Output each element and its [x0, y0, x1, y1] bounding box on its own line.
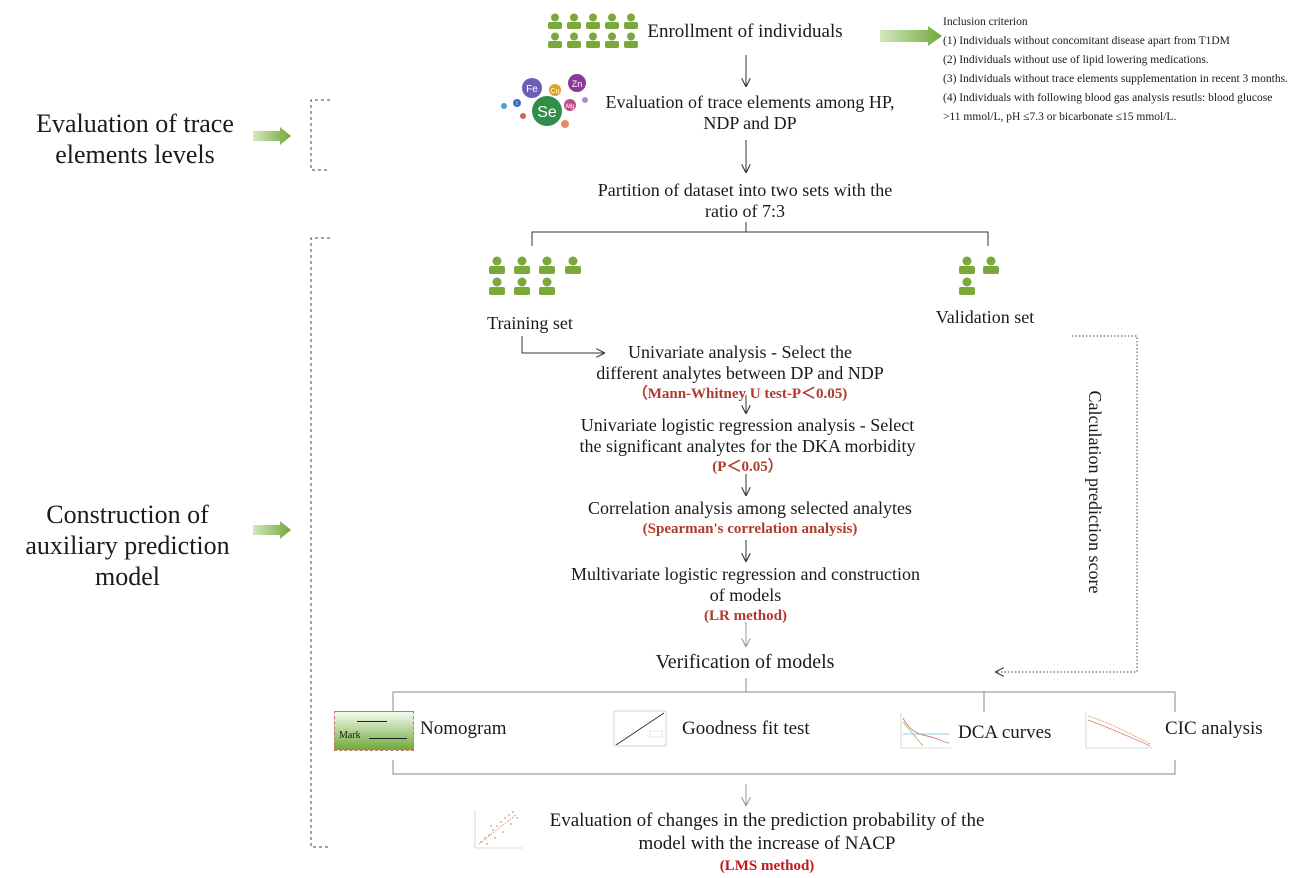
stage-label-construction: Construction of auxiliary prediction mod…	[25, 500, 230, 591]
svg-text:Fe: Fe	[526, 84, 538, 95]
inclusion-criterion-box: Inclusion criterion (1) Individuals with…	[943, 13, 1303, 127]
inclusion-item: (2) Individuals without use of lipid low…	[943, 54, 1209, 66]
svg-text:Zn: Zn	[572, 79, 583, 89]
construction-stage-arrow	[253, 521, 291, 539]
inclusion-criterion-title: Inclusion criterion	[943, 16, 1028, 28]
step-logistic-text: Univariate logistic regression analysis …	[579, 415, 916, 456]
construction-bracket	[310, 237, 330, 848]
method-goodness-fit: Goodness fit test	[682, 718, 810, 739]
calculation-score-label: Calculation prediction score	[1085, 390, 1105, 594]
step-evaluation: Evaluation of trace elements among HP, N…	[605, 92, 895, 133]
svg-text:Cu: Cu	[551, 88, 560, 95]
method-dca: DCA curves	[958, 722, 1052, 743]
step-correlation: Correlation analysis among selected anal…	[565, 498, 935, 540]
nomogram-thumb-text: Mark	[339, 730, 361, 741]
svg-text:I: I	[516, 101, 517, 107]
method-nomogram: Nomogram	[420, 718, 507, 739]
svg-text:Se: Se	[537, 104, 557, 121]
enrollment-criterion-arrow	[880, 26, 942, 46]
method-cic: CIC analysis	[1165, 718, 1263, 739]
inclusion-item: (1) Individuals without concomitant dise…	[943, 35, 1230, 47]
evaluation-bracket	[310, 99, 330, 171]
nomogram-thumbnail: Mark	[334, 711, 414, 751]
stage-label-evaluation: Evaluation of trace elements levels	[36, 109, 234, 169]
step-correlation-text: Correlation analysis among selected anal…	[588, 498, 912, 518]
step-univariate: Univariate analysis - Select the differe…	[595, 342, 885, 405]
training-set-label: Training set	[487, 313, 573, 333]
step-multivariate: Multivariate logistic regression and con…	[568, 564, 923, 627]
step-correlation-method: (Spearman's correlation analysis)	[642, 521, 858, 537]
inclusion-item: (4) Individuals with following blood gas…	[943, 92, 1273, 104]
evaluation-stage-arrow	[253, 127, 291, 145]
cic-thumbnail	[1080, 710, 1155, 752]
step-univariate-method: （Mann-Whitney U test-P＜0.05)	[632, 386, 848, 402]
step-multivariate-method: (LR method)	[704, 608, 787, 624]
inclusion-item: (3) Individuals without trace elements s…	[943, 73, 1288, 85]
validation-set-label: Validation set	[935, 307, 1035, 327]
step-final-method: (LMS method)	[719, 858, 815, 874]
enrollment-people-icon	[547, 13, 642, 49]
step-logistic: Univariate logistic regression analysis …	[575, 415, 920, 478]
step-verification: Verification of models	[655, 651, 835, 673]
step-partition: Partition of dataset into two sets with …	[597, 180, 893, 221]
step-univariate-text: Univariate analysis - Select the differe…	[596, 342, 884, 383]
dca-thumbnail	[893, 710, 953, 752]
step-enrollment: Enrollment of individuals	[647, 21, 843, 42]
lms-thumbnail	[467, 808, 525, 854]
step-final: Evaluation of changes in the prediction …	[532, 809, 1002, 878]
step-multivariate-text: Multivariate logistic regression and con…	[571, 564, 920, 605]
svg-text:Mg: Mg	[566, 104, 574, 110]
step-final-text: Evaluation of changes in the prediction …	[549, 810, 985, 854]
trace-elements-icon: Fe Cu Zn Se Mg I	[492, 70, 597, 128]
goodness-fit-thumbnail	[608, 709, 668, 751]
inclusion-item: >11 mmol/L, pH ≤7.3 or bicarbonate ≤15 m…	[943, 111, 1177, 123]
training-set-people-icon	[488, 256, 588, 296]
validation-set-people-icon	[958, 256, 1020, 296]
step-logistic-method: (P＜0.05）	[712, 459, 783, 475]
